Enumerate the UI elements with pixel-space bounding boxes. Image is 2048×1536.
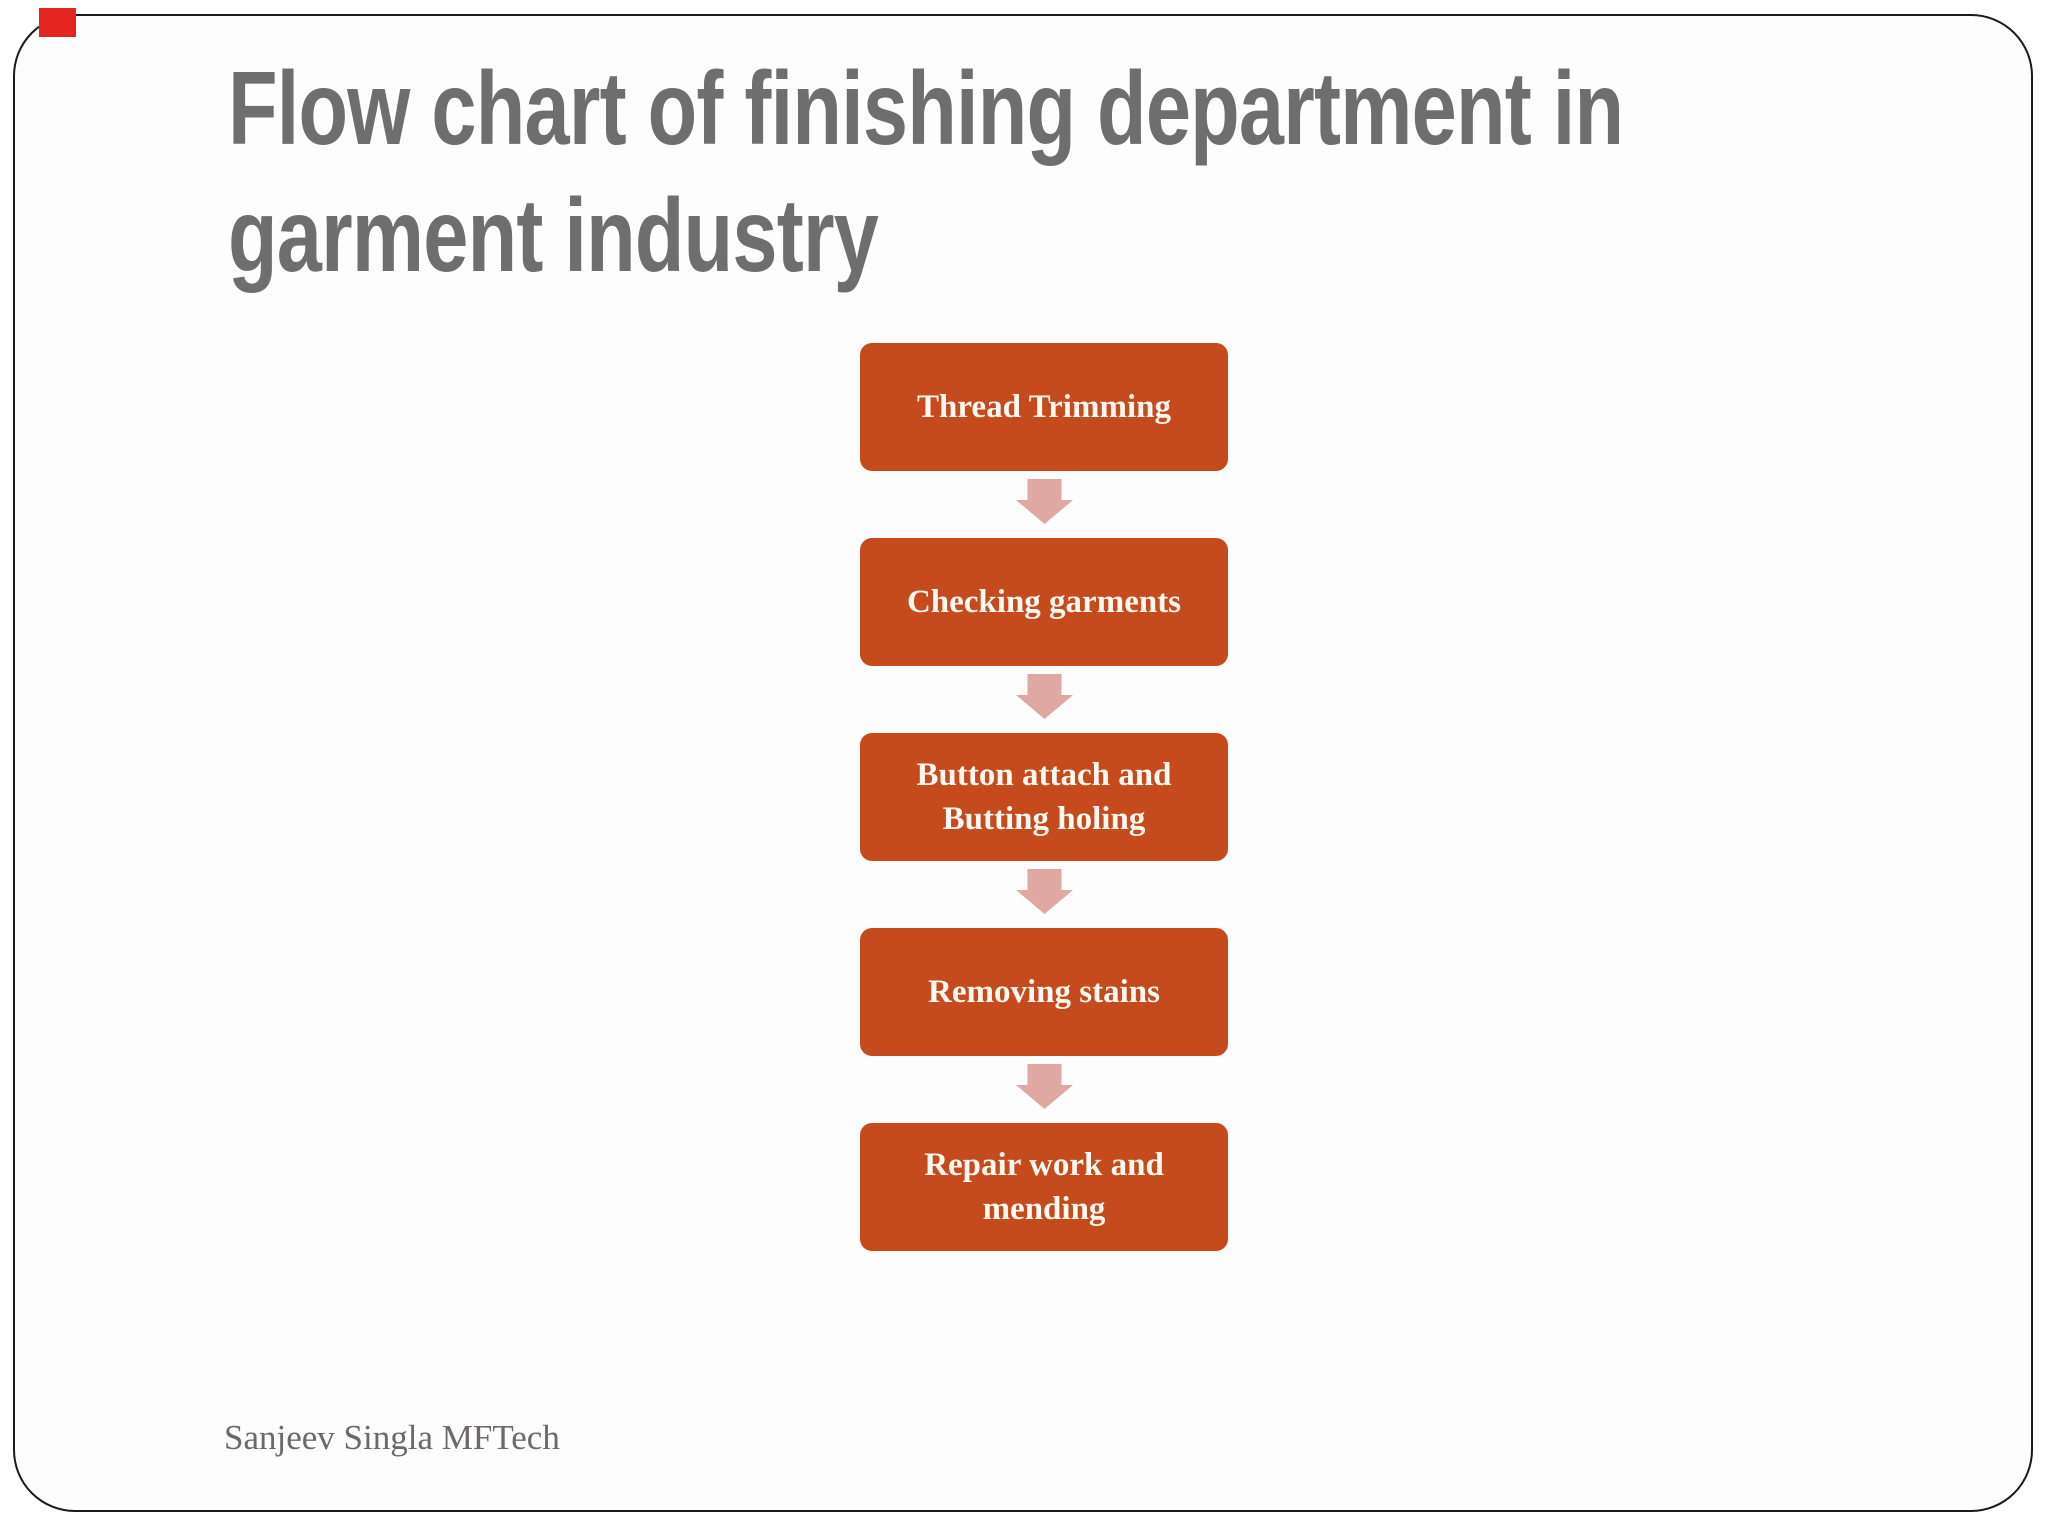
flow-step-label: Checking garments [906,584,1182,620]
flow-step-box: Button attach and Butting holing [860,733,1228,861]
down-arrow-icon [1015,674,1073,719]
flow-step-box: Thread Trimming [860,343,1228,471]
flow-step-label: Button attach and Butting holing [916,757,1172,837]
flow-step-label: Repair work and mending [924,1147,1164,1227]
slide-title: Flow chart of finishing department in ga… [228,51,1624,294]
red-corner-mark [39,8,76,37]
slide-footer-author: Sanjeev Singla MFTech [224,1418,560,1457]
flow-step-label: Thread Trimming [917,389,1171,425]
flow-step-box: Removing stains [860,928,1228,1056]
flow-step-label: Removing stains [928,974,1160,1010]
down-arrow-icon [1015,869,1073,914]
down-arrow-icon [1015,479,1073,524]
flow-step-box: Repair work and mending [860,1123,1228,1251]
flow-step-box: Checking garments [860,538,1228,666]
down-arrow-icon [1015,1064,1073,1109]
